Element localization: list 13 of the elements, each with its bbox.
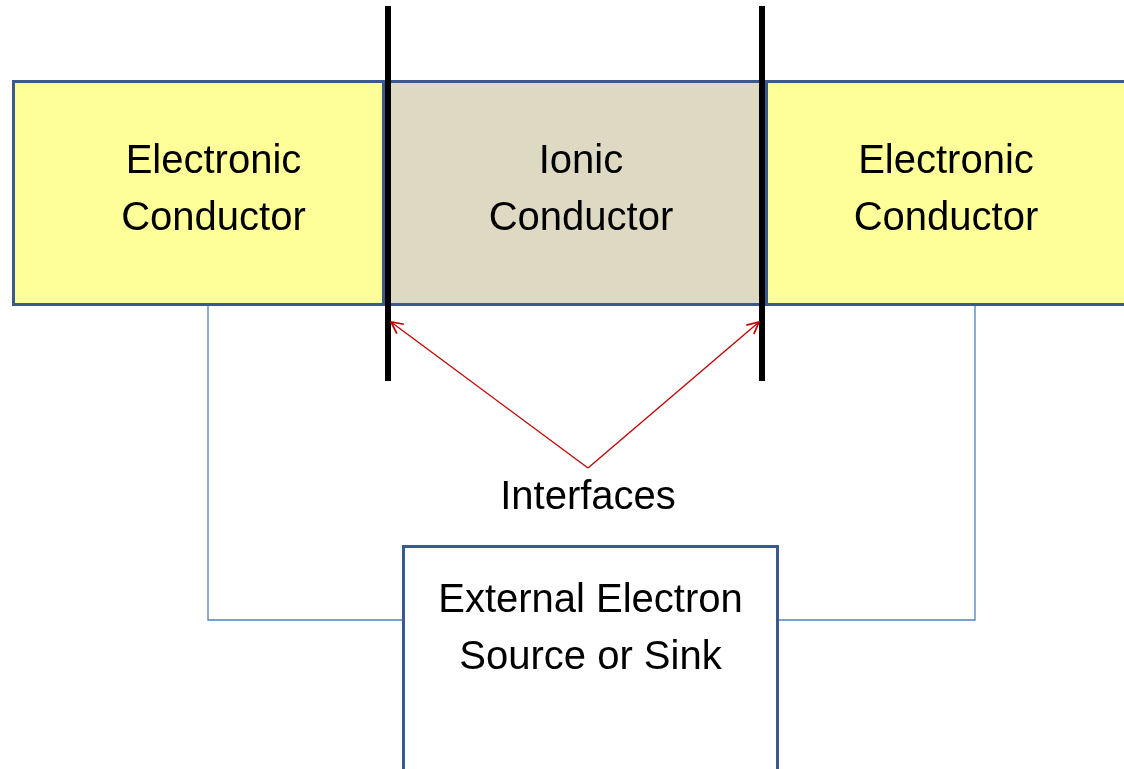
conductor-box: [765, 80, 1124, 306]
node-label: Ionic Conductor: [487, 136, 675, 240]
callout-text: Interfaces: [470, 468, 706, 522]
connector-line: [207, 305, 403, 621]
node-label: Electronic Conductor: [852, 136, 1040, 240]
connector-line: [778, 305, 976, 621]
node-label: Electronic Conductor: [120, 136, 307, 240]
conductor-box: [391, 80, 759, 306]
node-label: External Electron Source or Sink: [437, 574, 744, 679]
conductor-box: [12, 80, 385, 306]
leader-arrow: [587, 321, 760, 469]
leader-arrow: [390, 321, 589, 469]
source-box: [402, 545, 779, 769]
